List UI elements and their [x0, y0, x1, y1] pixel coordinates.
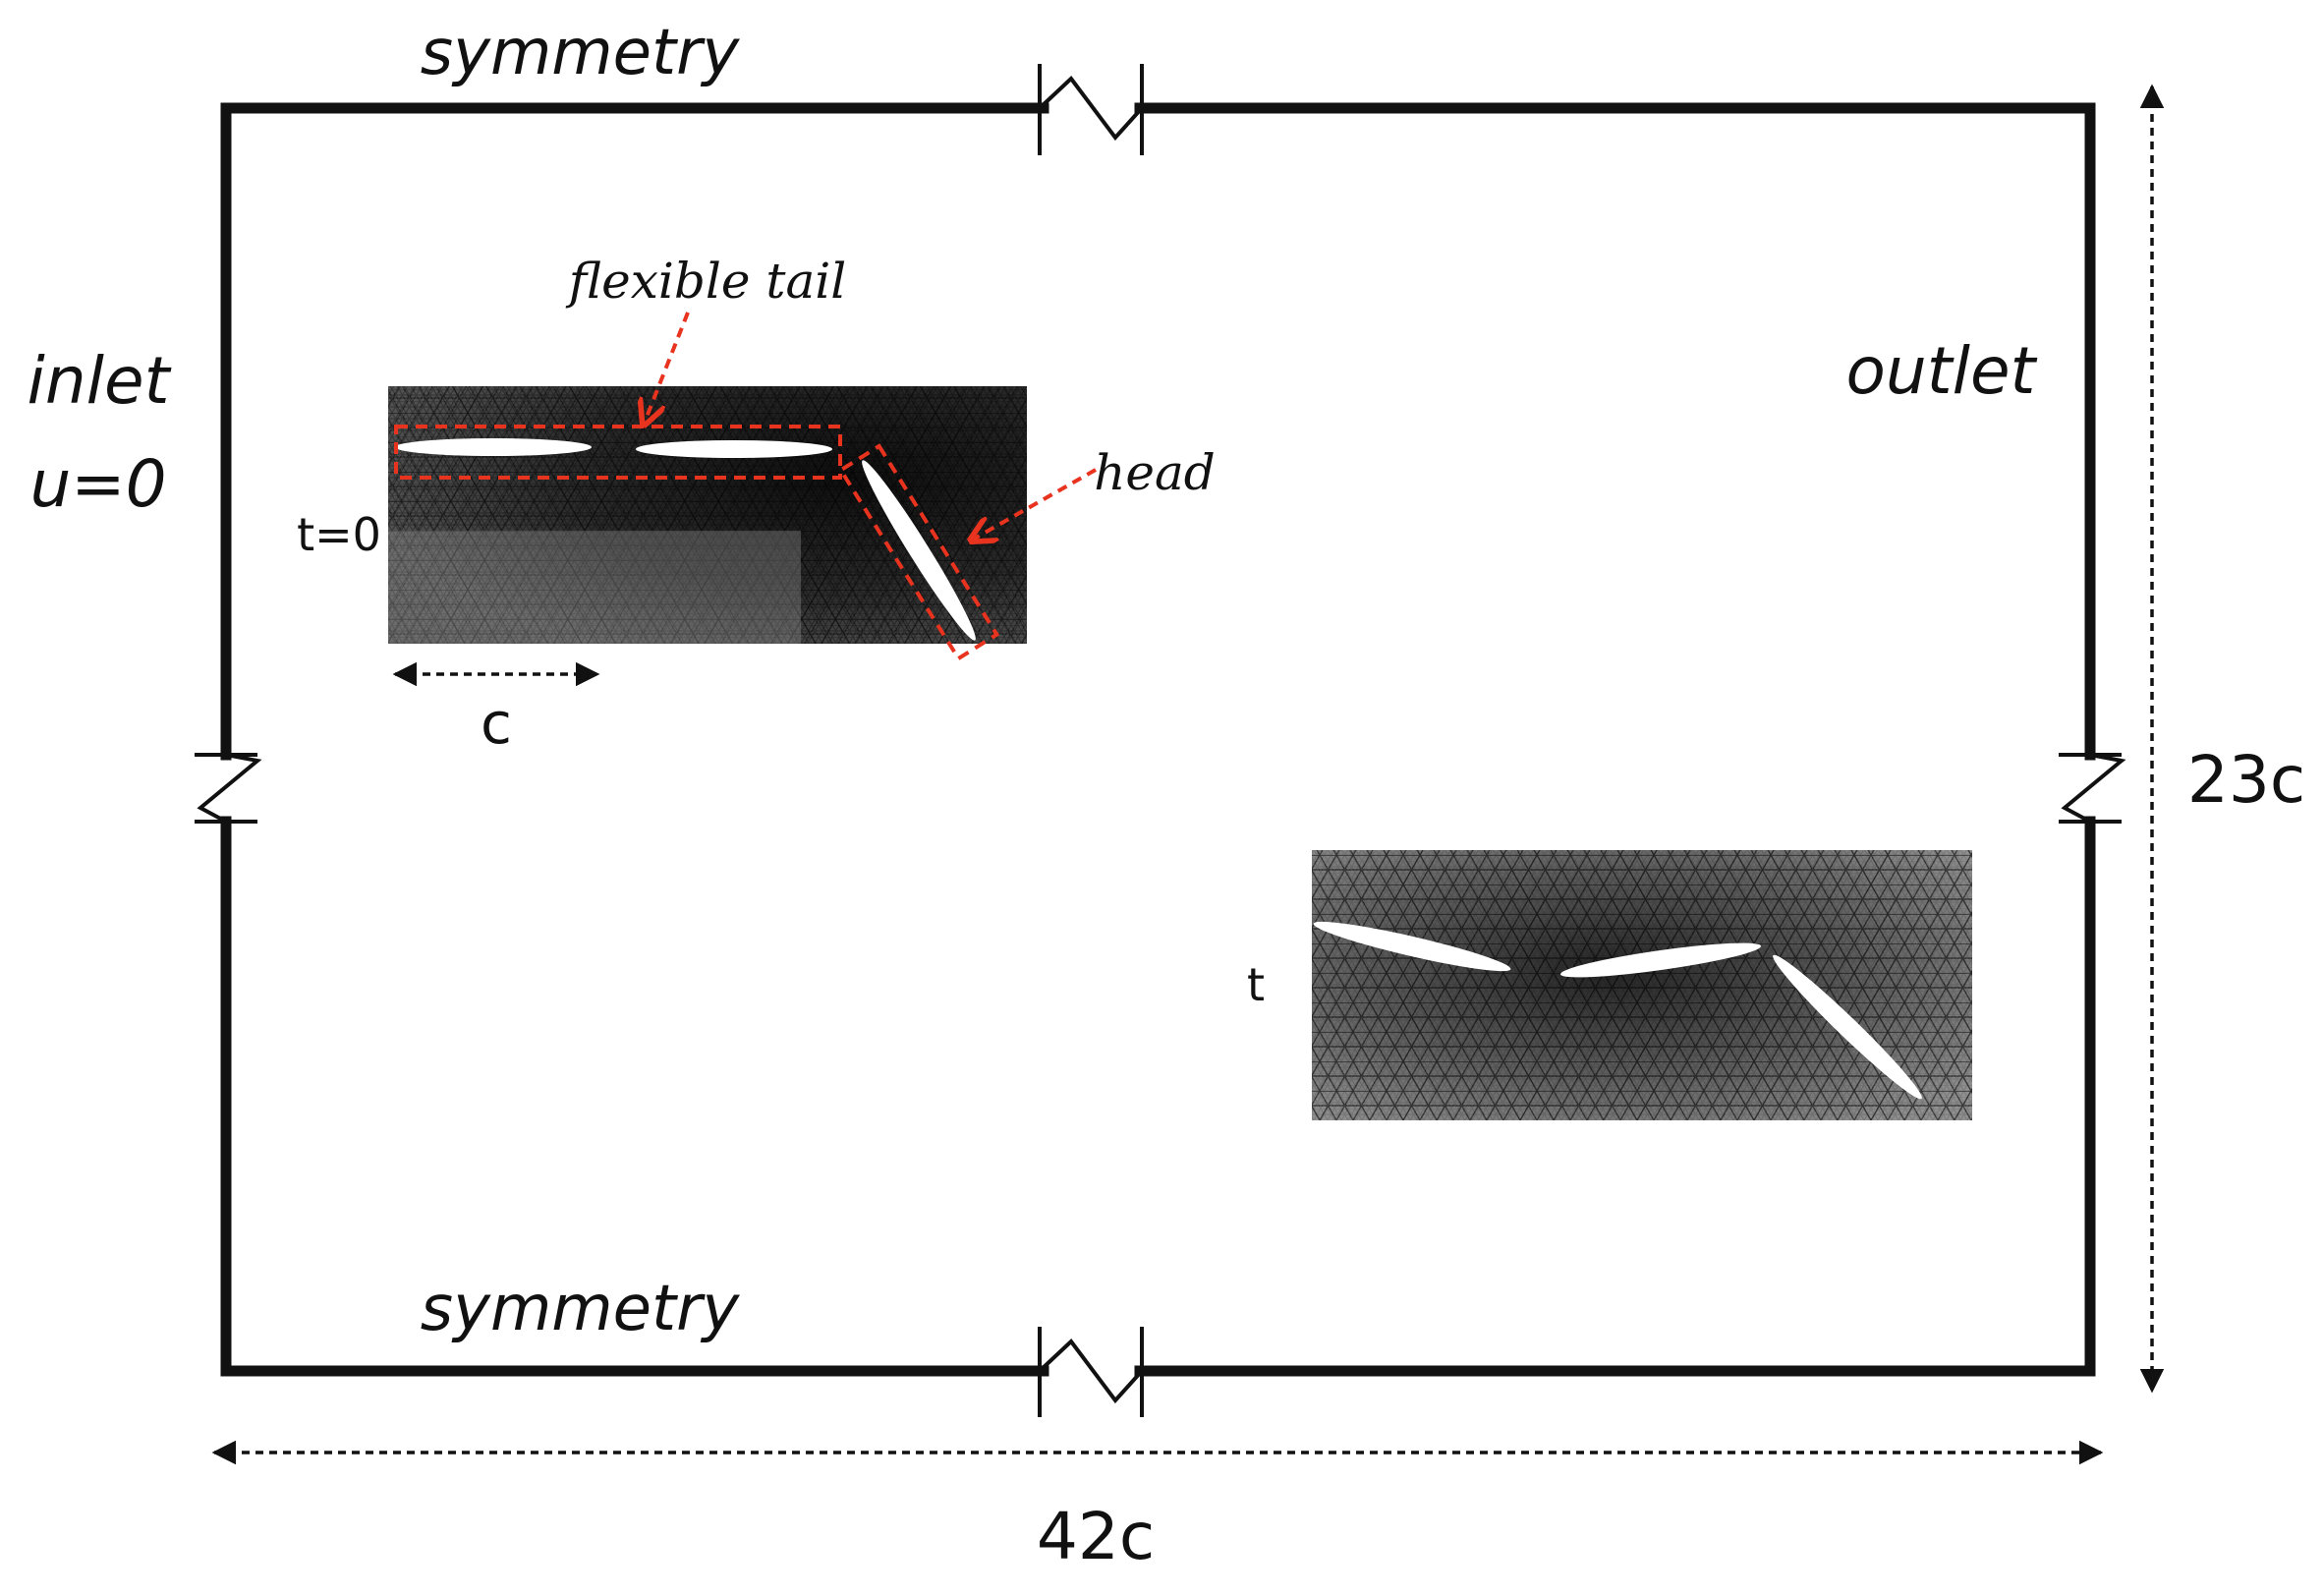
- zigzag-break-icon: [2059, 753, 2126, 824]
- tail-segment-1-deformed: [1313, 921, 1511, 972]
- head-highlight: [837, 443, 1000, 661]
- top-boundary-label: symmetry: [421, 17, 741, 89]
- domain-boundary: [220, 102, 2096, 1377]
- flexible-tail-label: flexible tail: [565, 253, 847, 310]
- head-foil-deformed: [1773, 954, 1922, 1100]
- tail-segment-2-deformed: [1559, 942, 1762, 978]
- chord-label: c: [481, 690, 512, 757]
- initial-mesh-panel: [388, 386, 1027, 661]
- tail-segment-1: [395, 438, 592, 456]
- bottom-boundary-label: symmetry: [421, 1273, 741, 1345]
- later-time-label: t: [1247, 958, 1265, 1011]
- height-dimension-label: 23c: [2187, 742, 2305, 818]
- head-foil: [862, 460, 976, 641]
- tail-segment-2: [636, 440, 832, 458]
- width-dimension-label: 42c: [1037, 1499, 1155, 1574]
- initial-time-label: t=0: [297, 508, 381, 561]
- zigzag-break-icon: [195, 753, 262, 824]
- head-arrow: [971, 468, 1097, 541]
- inlet-label: inlet: [28, 343, 172, 419]
- zigzag-break-icon: [1038, 64, 1144, 155]
- outlet-label: outlet: [1846, 333, 2038, 409]
- zigzag-break-icon: [1038, 1327, 1144, 1417]
- flexible-tail-highlight: [394, 425, 842, 480]
- flexible-tail-arrow: [644, 312, 690, 425]
- deformed-mesh-panel: [1312, 850, 1972, 1120]
- head-label: head: [1094, 444, 1216, 501]
- inlet-condition-label: u=0: [29, 446, 166, 522]
